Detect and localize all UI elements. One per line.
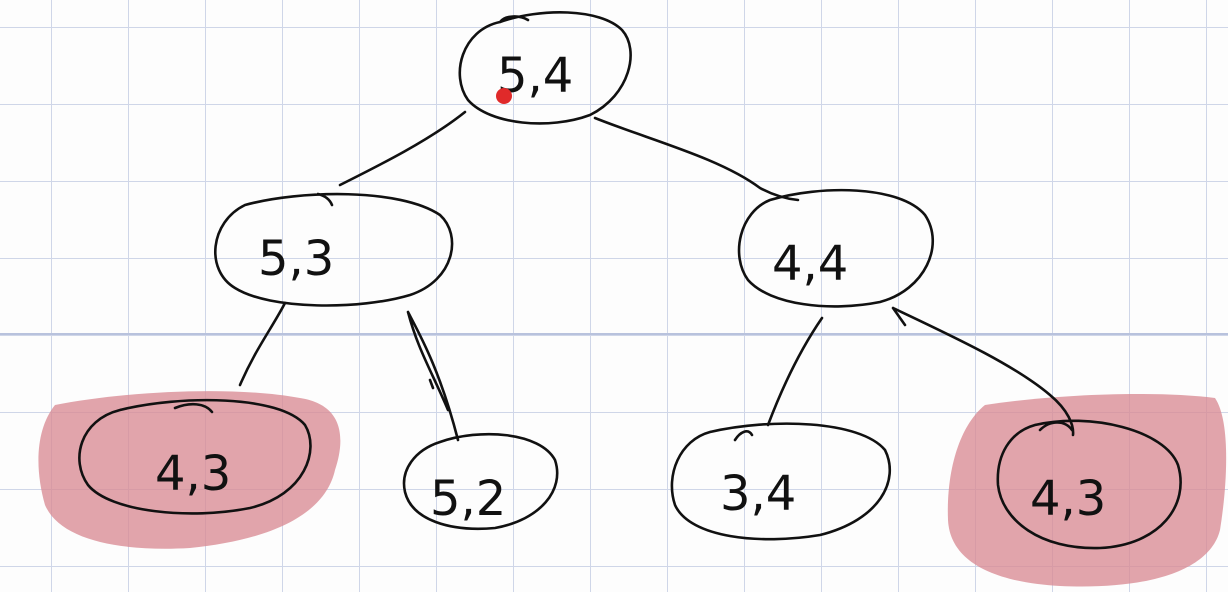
highlight-blob-left (38, 391, 341, 549)
node-label-4-3-right: 4,3 (1030, 471, 1106, 527)
edge-root-to-5-3 (338, 110, 467, 187)
node-label-5-3: 5,3 (258, 231, 334, 287)
node-5-3: 5,3 (214, 192, 454, 307)
node-3-4: 3,4 (670, 422, 891, 541)
cursor-dot (496, 88, 512, 104)
edge-4-4-to-3-4 (766, 316, 824, 427)
node-4-3-right: 4,3 (996, 419, 1182, 550)
node-5-2: 5,2 (402, 432, 559, 530)
node-root: 5,4 (458, 11, 632, 125)
node-label-4-3-left: 4,3 (155, 446, 231, 502)
node-label-3-4: 3,4 (720, 466, 796, 522)
page-divider-line (0, 333, 1228, 335)
edge-root-to-4-4 (593, 116, 800, 202)
edge-5-3-to-5-2 (406, 310, 460, 442)
node-4-4: 4,4 (737, 188, 935, 308)
edge-5-3-to-4-3-left (238, 301, 287, 387)
node-4-3-left: 4,3 (78, 398, 312, 515)
node-label-5-2: 5,2 (430, 471, 506, 527)
node-label-4-4: 4,4 (772, 236, 848, 292)
